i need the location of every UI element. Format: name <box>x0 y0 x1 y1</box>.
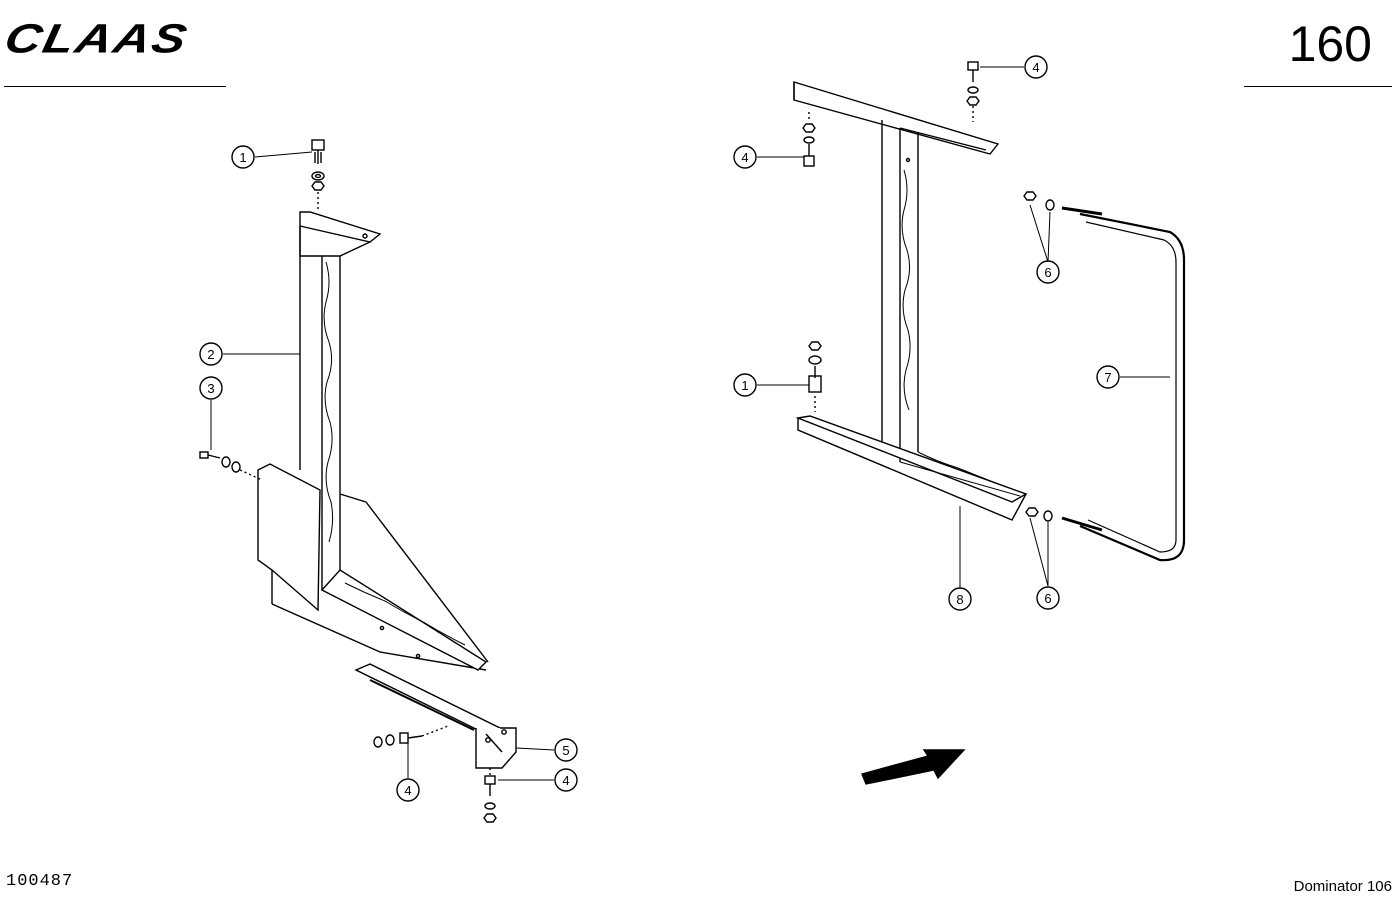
bolt-1-left <box>311 139 325 212</box>
svg-text:3: 3 <box>207 381 214 396</box>
svg-text:4: 4 <box>562 773 569 788</box>
callout-6-upper: 6 <box>1036 260 1060 284</box>
callout-2-left: 2 <box>199 342 223 366</box>
svg-text:4: 4 <box>404 783 411 798</box>
bolt-4-mid-right <box>802 112 816 167</box>
callout-1-right: 1 <box>733 373 757 397</box>
side-flap <box>257 463 487 671</box>
svg-text:4: 4 <box>1032 60 1039 75</box>
callout-7: 7 <box>1096 365 1120 389</box>
svg-text:7: 7 <box>1104 370 1111 385</box>
bolt-4-lower-left <box>373 725 449 748</box>
model-name: Dominator 106 <box>1293 878 1392 895</box>
callout-8: 8 <box>948 587 972 611</box>
top-crossbar <box>793 81 1000 155</box>
right-leaders <box>757 66 1170 588</box>
callout-4-mid-right: 4 <box>733 145 757 169</box>
right-assembly <box>757 61 1186 785</box>
nuts-6-lower <box>1025 507 1053 522</box>
bottom-crossbar <box>795 415 1028 521</box>
nuts-6-upper <box>1023 191 1055 211</box>
lower-bracket-5 <box>354 663 517 769</box>
svg-text:4: 4 <box>741 150 748 165</box>
diagonal-brace <box>320 493 489 671</box>
bolt-1-right <box>808 341 822 412</box>
direction-arrow-icon <box>861 749 966 785</box>
svg-text:5: 5 <box>562 743 569 758</box>
page-number: 160 <box>1288 16 1372 72</box>
callout-5-left: 5 <box>554 738 578 762</box>
header-rule-left <box>4 86 226 87</box>
svg-text:8: 8 <box>956 592 963 607</box>
callout-3-left: 3 <box>199 376 223 400</box>
top-bracket <box>299 211 382 257</box>
bolt-3-set <box>199 451 263 481</box>
svg-text:1: 1 <box>239 150 246 165</box>
vertical-post <box>881 120 919 462</box>
left-leaders <box>210 151 555 781</box>
bolt-4-top-right <box>966 61 980 122</box>
bolt-4-lower-bracket <box>483 768 497 823</box>
callout-1-left: 1 <box>231 145 255 169</box>
left-assembly <box>199 139 555 823</box>
strap-7 <box>1061 206 1186 562</box>
document-number: 100487 <box>6 872 74 891</box>
callout-4-top-right: 4 <box>1024 55 1048 79</box>
svg-text:2: 2 <box>207 347 214 362</box>
svg-text:6: 6 <box>1044 265 1051 280</box>
upright-panel <box>299 226 341 590</box>
callout-4-lower-bracket: 4 <box>554 768 578 792</box>
header-rule-right <box>1244 86 1392 87</box>
svg-text:6: 6 <box>1044 591 1051 606</box>
callout-4-lower-left: 4 <box>396 778 420 802</box>
callout-6-lower: 6 <box>1036 586 1060 610</box>
svg-text:1: 1 <box>741 378 748 393</box>
